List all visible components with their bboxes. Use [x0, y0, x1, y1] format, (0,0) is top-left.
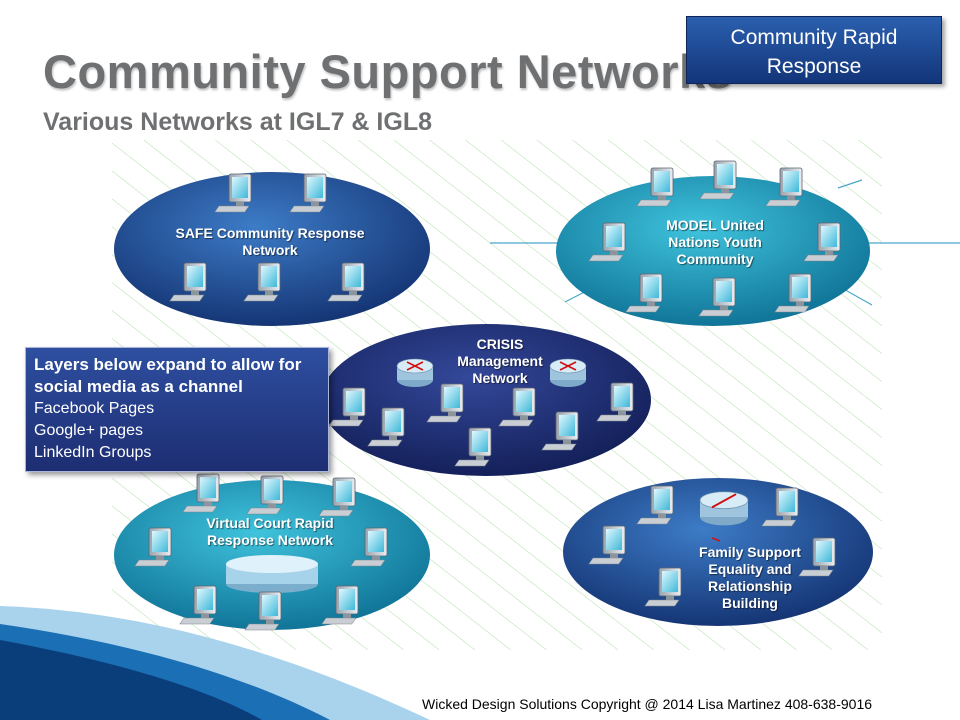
- page-subtitle: Various Networks at IGL7 & IGL8: [43, 108, 433, 136]
- network-label-line: Network: [472, 370, 528, 386]
- network-label-line: Community: [676, 251, 754, 267]
- network-label-line: CRISIS: [476, 336, 524, 352]
- network-label-line: Network: [242, 242, 298, 258]
- network-label-line: Relationship: [707, 578, 792, 594]
- network-label-line: Building: [722, 595, 778, 611]
- rapid-box-line2: Response: [766, 55, 862, 78]
- database-icon: [226, 555, 318, 593]
- community-rapid-response-box: Community Rapid Response: [686, 16, 942, 84]
- social-media-callout: Layers below expand to allow for social …: [25, 347, 329, 472]
- network-label-safe: SAFE Community Response Network: [150, 225, 390, 259]
- callout-heading-line1: Layers below expand to allow for: [34, 355, 302, 374]
- network-label-line: Equality and: [708, 561, 792, 577]
- network-label-crisis: CRISIS Management Network: [430, 336, 570, 387]
- network-label-line: Family Support: [699, 544, 801, 560]
- network-label-line: MODEL United: [666, 217, 764, 233]
- router-icon: [699, 491, 749, 526]
- callout-item-linkedin: LinkedIn Groups: [34, 444, 152, 461]
- callout-item-google: Google+ pages: [34, 422, 143, 439]
- rapid-box-line1: Community Rapid: [730, 26, 898, 49]
- network-label-line: SAFE Community Response: [175, 225, 365, 241]
- network-label-family: Family Support Equality and Relationship…: [680, 544, 820, 612]
- footer-copyright: Wicked Design Solutions Copyright @ 2014…: [422, 696, 873, 712]
- network-label-line: Virtual Court Rapid: [206, 515, 334, 531]
- router-icon: [396, 358, 434, 388]
- page-title: Community Support Networks: [43, 45, 733, 98]
- network-label-line: Response Network: [206, 532, 334, 548]
- callout-item-facebook: Facebook Pages: [34, 400, 155, 417]
- callout-heading-line2: social media as a channel: [34, 377, 243, 396]
- network-label-virtual-court: Virtual Court Rapid Response Network: [185, 515, 355, 549]
- network-label-line: Nations Youth: [668, 234, 762, 250]
- network-label-model-un: MODEL United Nations Youth Community: [630, 217, 800, 268]
- network-label-line: Management: [457, 353, 543, 369]
